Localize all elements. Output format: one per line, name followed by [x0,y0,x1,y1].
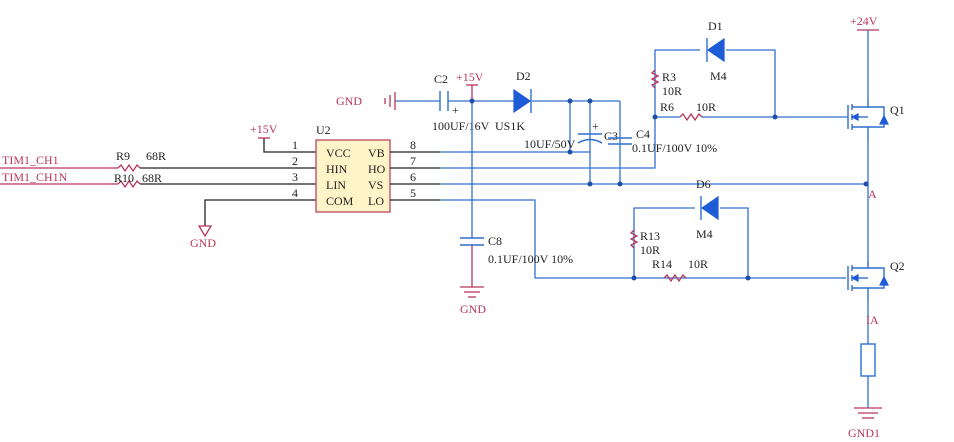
svg-text:+: + [592,119,599,133]
gnd-symbol-c2 [384,92,396,110]
net-label-plus15-cap: +15V [456,70,484,84]
d1-wire-right [726,49,776,117]
mosfet-q2 [847,262,889,300]
r3-value: 10R [662,84,682,98]
ic-pin-num-2: 2 [292,154,298,168]
resistor-r10 [117,179,141,189]
gnd-symbol-c8 [460,286,484,298]
d2-ref: D2 [516,69,531,83]
c2-ref: C2 [434,72,448,86]
ic-pin-name-hin: HIN [326,162,348,176]
ic-pin-name-lin: LIN [326,178,346,192]
r14-value: 10R [688,257,708,271]
c2-value: 100UF/16V [432,119,490,133]
ic-pin-name-lo: LO [368,194,384,208]
net-label-gnd1: GND1 [848,426,880,440]
net-label-gnd-left: GND [190,236,216,250]
d1-value: M4 [710,69,727,83]
gnd1-symbol [854,407,882,419]
gnd-arrow-symbol [197,225,213,238]
net-label-tim1-ch1: TIM1_CH1 [2,153,59,167]
ic-pin-name-ho: HO [368,162,386,176]
r9-value: 68R [146,149,166,163]
ic-pin-num-1: 1 [292,138,298,152]
ic-pin-num-4: 4 [292,186,298,200]
ic-pin-num-3: 3 [292,170,298,184]
capacitor-c2: + [439,91,459,117]
r6-ref: R6 [660,100,674,114]
r9-ref: R9 [116,149,130,163]
mosfet-q1 [847,100,889,140]
c8-ref: C8 [488,234,502,248]
r10-ref: R10 [114,171,134,185]
diode-d2 [513,88,532,114]
net-label-plus24: +24V [850,14,878,28]
r10-value: 68R [142,171,162,185]
net-label-gnd-c8: GND [460,302,486,316]
com-wire [204,199,316,226]
d6-wire-right [720,207,749,278]
d2-value: US1K [495,119,525,133]
net-label-plus15-ic: +15V [250,122,278,136]
d6-wire-left [633,207,695,278]
r6-value: 10R [696,100,716,114]
r13-ref: R13 [640,229,660,243]
ic-pin-name-vs: VS [368,178,383,192]
input-wires [0,167,316,185]
net-label-node-a: A [868,187,877,201]
vcc-wire [263,138,316,153]
ic-u2-body [315,139,391,213]
net-label-gnd-cap: GND [336,94,362,108]
high-side-wires [390,100,866,279]
net-label-tim1-ch1n: TIM1_CH1N [2,170,68,184]
d1-wire-left [654,49,700,117]
ic-pin-num-6: 6 [410,170,416,184]
svg-text:+: + [452,103,459,117]
d6-ref: D6 [696,177,711,191]
capacitor-c3: + [577,119,603,144]
junction-dots [469,98,869,281]
c4-value: 0.1UF/100V 10% [632,141,717,155]
ic-pin-name-com: COM [326,194,354,208]
ic-pin-num-7: 7 [410,154,416,168]
net-label-node-ia: IA [866,313,879,327]
ic-pin-num-5: 5 [410,186,416,200]
diode-d1 [706,37,725,63]
c4-ref: C4 [636,127,650,141]
r3-ref: R3 [662,70,676,84]
ic-pin-name-vcc: VCC [326,146,351,160]
d1-ref: D1 [708,19,723,33]
q1-ref: Q1 [890,103,905,117]
r13-value: 10R [640,243,660,257]
resistor-r9 [117,163,141,173]
shunt-resistor [860,343,876,377]
resistor-r13 [629,229,639,249]
c8-value: 0.1UF/100V 10% [488,252,573,266]
c3-ref: C3 [604,129,618,143]
d6-value: M4 [696,227,713,241]
diode-d6 [700,195,719,221]
r14-ref: R14 [652,257,672,271]
resistor-r14 [663,273,687,283]
c3-value: 10UF/50V [524,137,576,151]
ic-pin-name-vb: VB [368,146,385,160]
resistor-r6 [679,112,703,122]
capacitor-c8 [460,237,484,246]
ic-u2-ref: U2 [316,123,331,137]
q2-ref: Q2 [890,259,905,273]
resistor-r3 [650,69,660,89]
capacitor-c4 [608,137,632,145]
ic-pin-num-8: 8 [410,138,416,152]
